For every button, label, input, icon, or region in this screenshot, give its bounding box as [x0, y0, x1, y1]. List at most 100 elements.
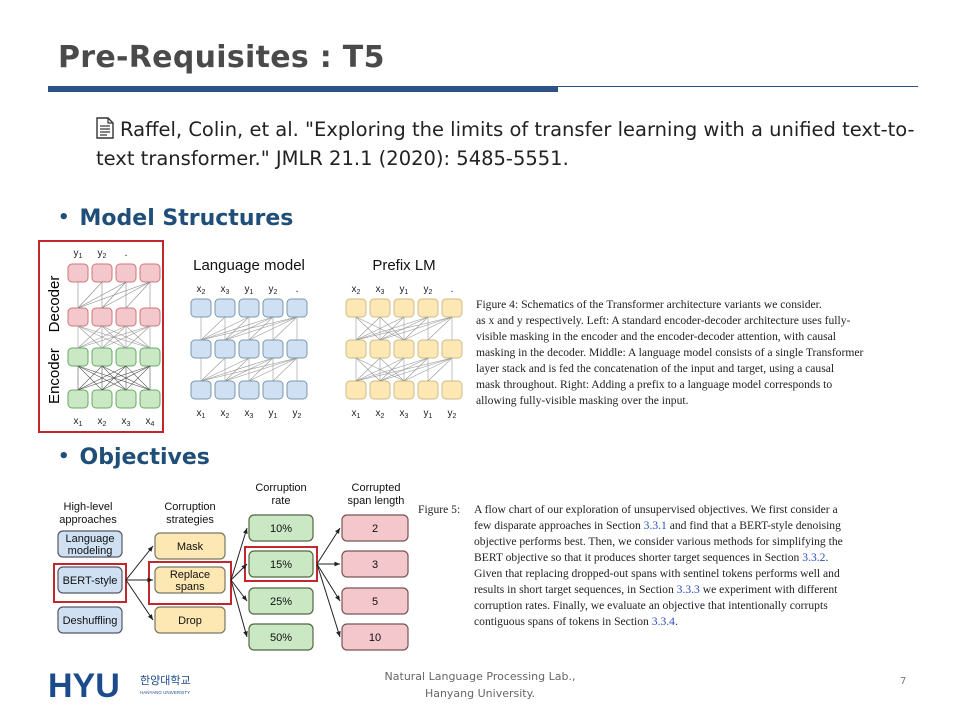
- prefix-lm-attention: [355, 316, 405, 341]
- rate-to-span-arrow: [316, 563, 341, 602]
- approaches-header: High-level: [64, 501, 113, 513]
- approach-to-strategy-arrow: [125, 579, 154, 621]
- prefix-lm-attention: [355, 316, 381, 341]
- footer-lab-name: Natural Language Processing Lab., Hanyan…: [360, 668, 600, 702]
- section-link[interactable]: 3.3.3: [676, 583, 700, 596]
- approach-1-label: BERT-style: [63, 575, 118, 587]
- prefix-lm-block: [393, 298, 415, 318]
- prefix-lm-input-token: x3: [400, 408, 409, 420]
- figure-5-caption-body: A flow chart of our exploration of unsup…: [474, 502, 938, 630]
- strategy-to-rate-arrow-head: [241, 564, 247, 570]
- approach-2-label: Deshuffling: [63, 615, 118, 627]
- input-token: x1: [74, 416, 83, 428]
- encoder-decoder-highlight: [38, 240, 164, 433]
- prefix-lm-block: [393, 380, 415, 400]
- language-model-block: [286, 380, 308, 400]
- caption-text: BERT objective so that it produces short…: [474, 551, 803, 564]
- logo-text: HYU: [48, 668, 120, 702]
- title-rule-thick: [48, 87, 558, 92]
- strategies-header: Corruption: [164, 501, 215, 513]
- rate-3-label: 50%: [270, 632, 292, 644]
- language-model-output-token: .: [296, 284, 299, 295]
- rate-3-box: [248, 623, 314, 651]
- decoder-label: Decoder: [46, 276, 63, 333]
- language-model-attention: [272, 316, 298, 341]
- language-model-output-token: y2: [269, 284, 278, 296]
- encoder-block: [67, 347, 89, 367]
- language-model-attention: [200, 357, 226, 382]
- encoder-label: Encoder: [46, 348, 63, 404]
- reference-citation: Raffel, Colin, et al. "Exploring the lim…: [96, 115, 916, 173]
- span-length-0-label: 2: [372, 523, 378, 535]
- page-number: 7: [900, 676, 907, 687]
- rate-0-label: 10%: [270, 523, 292, 535]
- caption-text: objective performs best. Then, we consid…: [474, 535, 843, 548]
- decoder-block: [91, 307, 113, 327]
- language-model-output-token: x2: [197, 284, 206, 296]
- caption-text: and find that a BERT-style denoising: [666, 519, 841, 532]
- slide-title: Pre-Requisites : T5: [58, 40, 385, 75]
- caption-text: A flow chart of our exploration of unsup…: [474, 503, 838, 516]
- language-model-title: Language model: [193, 257, 305, 274]
- language-model-block: [286, 298, 308, 318]
- prefix-lm-output-token: y2: [424, 284, 433, 296]
- attention-line: [77, 365, 151, 391]
- language-model-input-token: x3: [245, 408, 254, 420]
- prefix-lm-attention: [427, 316, 453, 341]
- prefix-lm-attention: [379, 316, 405, 341]
- approach-1-box: [57, 566, 123, 594]
- language-model-block: [214, 380, 236, 400]
- prefix-lm-attention: [403, 357, 429, 382]
- figure-5-caption-line: BERT objective so that it produces short…: [474, 550, 938, 566]
- prefix-lm-output-token: .: [451, 284, 454, 295]
- language-model-block: [238, 298, 260, 318]
- logo-sub: HANYANG UNIVERSITY: [140, 690, 190, 695]
- approach-to-strategy-arrow: [125, 545, 154, 581]
- prefix-lm-block: [441, 380, 463, 400]
- section-link[interactable]: 3.3.4: [651, 615, 675, 628]
- figure-4-caption-line: allowing fully-visible masking over the …: [476, 394, 689, 407]
- strategy-1-label: Replace: [170, 569, 210, 581]
- hyu-logo-mark: HYU 한양대학교 HANYANG UNIVERSITY: [48, 667, 191, 705]
- prefix-lm-block: [369, 298, 391, 318]
- approach-to-strategy-arrow-head: [147, 577, 153, 583]
- figure-5-caption-line: objective performs best. Then, we consid…: [474, 534, 938, 550]
- prefix-lm-block: [417, 380, 439, 400]
- prefix-lm-input-token: y1: [424, 408, 433, 420]
- section-link[interactable]: 3.3.2: [802, 551, 826, 564]
- replace-spans-highlight: [148, 561, 232, 605]
- figure-5-caption-line: Given that replacing dropped-out spans w…: [474, 566, 938, 582]
- prefix-lm-block: [345, 339, 367, 359]
- prefix-lm-block: [369, 339, 391, 359]
- decoder-block: [115, 307, 137, 327]
- rate-to-span-arrow-head: [335, 595, 340, 601]
- encoder-block: [67, 389, 89, 409]
- language-model-block: [238, 380, 260, 400]
- strategy-1-box: [154, 566, 226, 594]
- span-length-1-box: [341, 550, 409, 578]
- figure-4-caption-line: Figure 4: Schematics of the Transformer …: [476, 298, 822, 311]
- figure-5-flowchart: High-levelapproachesCorruptionstrategies…: [53, 482, 409, 651]
- caption-text: corruption rates. Finally, we evaluate a…: [474, 599, 828, 612]
- span-length-1-label: 3: [372, 559, 378, 571]
- figure-5-caption-line: A flow chart of our exploration of unsup…: [474, 502, 938, 518]
- strategy-to-rate-arrow-head: [241, 595, 247, 601]
- prefix-lm-output-token: x3: [376, 284, 385, 296]
- figure-5-caption: Figure 5:A flow chart of our exploration…: [418, 502, 938, 630]
- span-length-2-label: 5: [372, 596, 378, 608]
- span-length-header: span length: [348, 495, 405, 507]
- section-link[interactable]: 3.3.1: [643, 519, 667, 532]
- logo-korean: 한양대학교: [140, 674, 191, 687]
- caption-text: contiguous spans of tokens in Section: [474, 615, 652, 628]
- strategy-to-rate-arrow: [230, 579, 248, 638]
- strategy-to-rate-arrow-head: [243, 631, 248, 637]
- language-model-block: [190, 380, 212, 400]
- language-model-attention: [224, 316, 250, 341]
- decoder-block: [115, 263, 137, 283]
- span-length-header: Corrupted: [352, 482, 401, 494]
- figure-4-caption: Figure 4: Schematics of the Transformer …: [476, 297, 936, 409]
- caption-text: .: [674, 615, 678, 628]
- decoder-block: [91, 263, 113, 283]
- figure-5-caption-line: contiguous spans of tokens in Section 3.…: [474, 614, 938, 630]
- prefix-lm-input-token: x2: [376, 408, 385, 420]
